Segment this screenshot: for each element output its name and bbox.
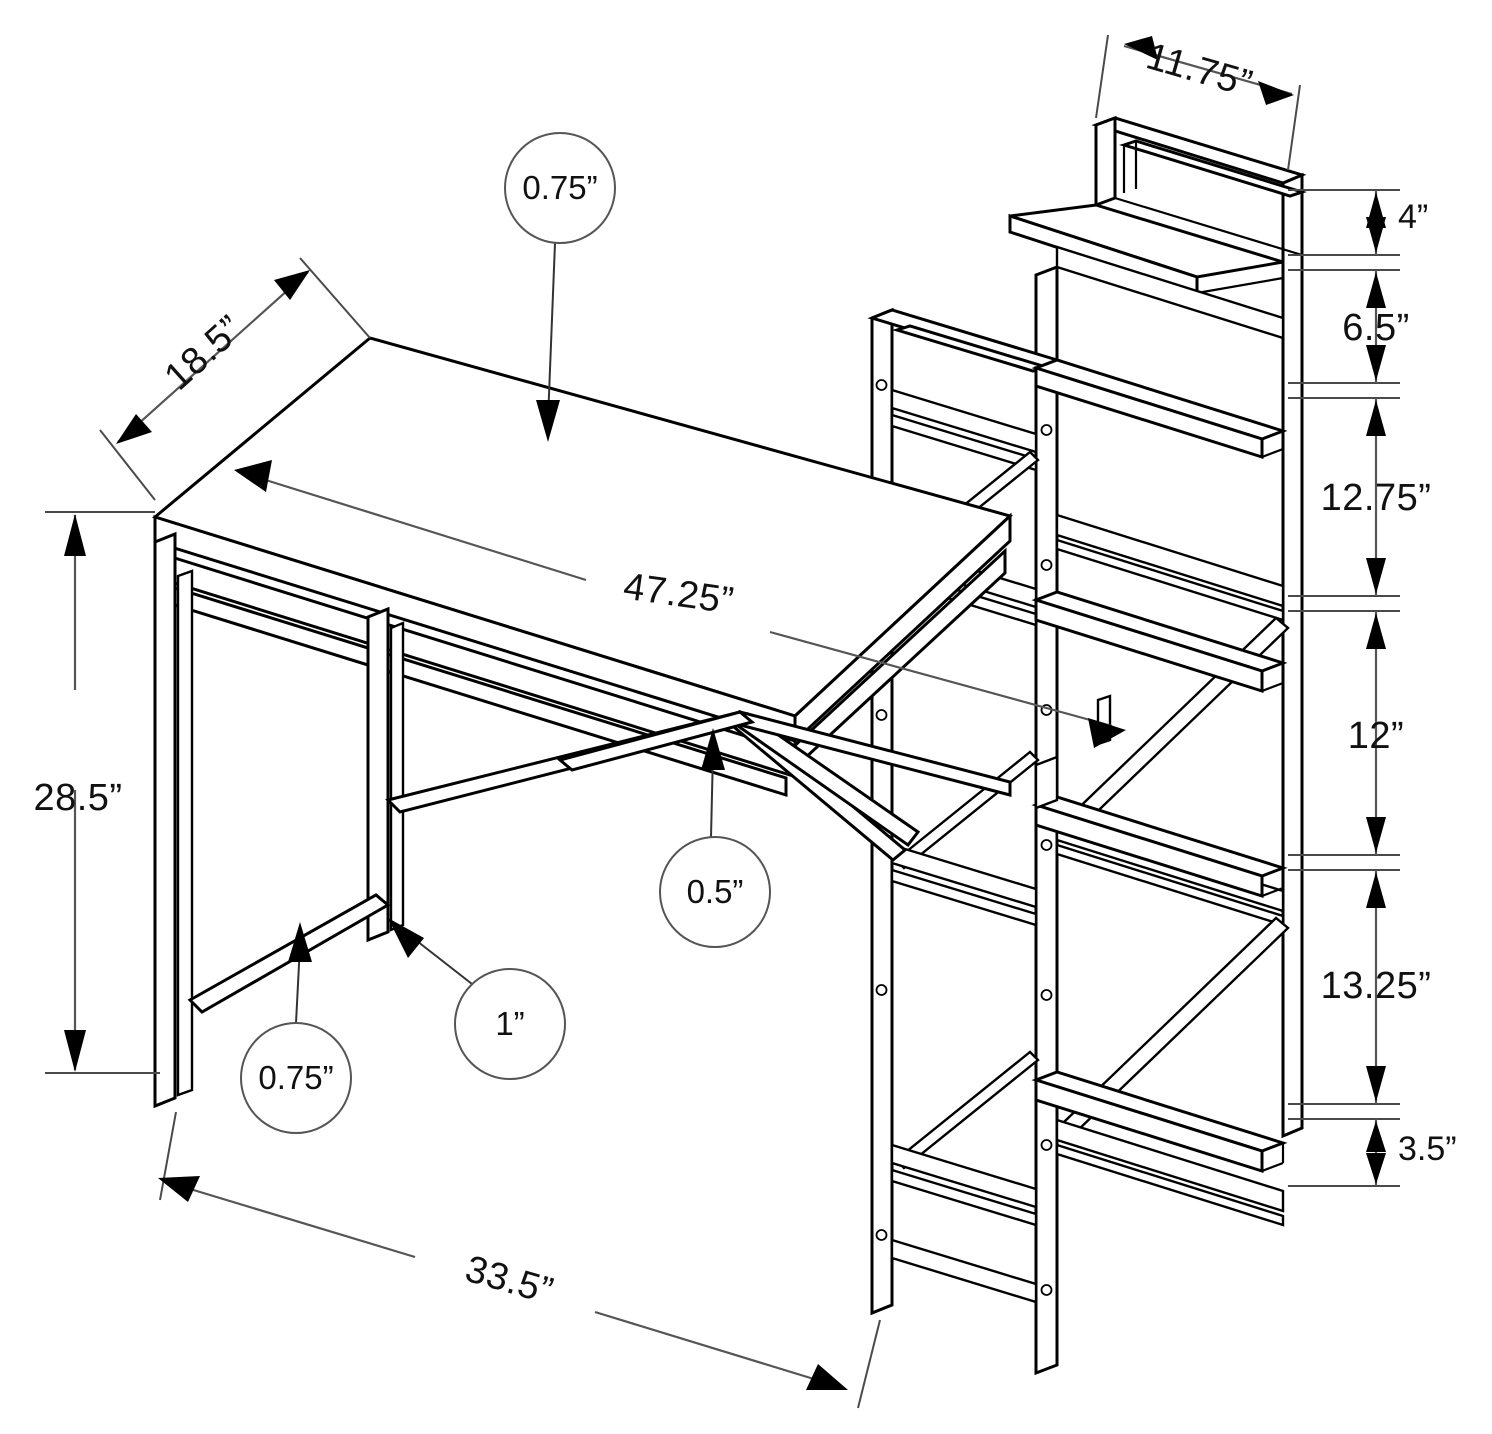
shelf-post-back-right <box>1281 172 1304 1139</box>
dimension-label-33p5in: 33.5” <box>461 1248 558 1313</box>
callout-bubble-0p75-top <box>504 132 616 244</box>
callout-label-0p5in: 0.5” <box>687 873 744 910</box>
dimension-label-shelf-depth: 11.75” <box>1142 35 1257 105</box>
desk-leg-left-front <box>153 531 177 1109</box>
dimension-label-28p5in: 28.5” <box>33 777 122 819</box>
dimension-label-12p75in: 12.75” <box>1321 477 1432 519</box>
shelf-connector-block-mid <box>1034 755 1059 810</box>
desk-leg-left-front-inner <box>176 569 194 1097</box>
dimension-label-13p25in: 13.25” <box>1321 965 1432 1007</box>
callout-leg-width: 1” <box>388 918 566 1080</box>
dimension-stack-right: 4” 6.5” 12.75” 12” 13.25” 3.5” <box>1288 189 1457 1187</box>
dimension-label-3p5in: 3.5” <box>1398 1130 1457 1168</box>
shelf-top-back-rail <box>1091 116 1307 185</box>
callout-brace-thickness: 0.5” <box>659 728 771 948</box>
callout-rail-thickness: 0.75” <box>240 922 352 1134</box>
dimension-label-12in: 12” <box>1348 715 1404 757</box>
callout-desk-top-thickness: 0.75” <box>504 132 616 442</box>
shelf-left-top-rail <box>867 308 1062 370</box>
dimension-desk-width-floor: 33.5” <box>158 1111 881 1409</box>
shelf-top-left-post-cap <box>1094 115 1117 208</box>
dimension-label-4in: 4” <box>1398 198 1428 236</box>
callout-bubble-1in <box>454 968 566 1080</box>
shelf-panel-2 <box>1031 358 1288 441</box>
callout-bubble-0p75-lower <box>240 1022 352 1134</box>
desk-leg-middle <box>366 606 390 943</box>
dimension-desk-height: 28.5” <box>33 511 160 1074</box>
desk-leg-middle-inner <box>389 621 405 932</box>
callout-label-1in: 1” <box>495 1005 524 1042</box>
callout-label-0p75-top: 0.75” <box>522 169 597 206</box>
callout-bubble-0p5in <box>659 836 771 948</box>
desk-lower-rail-left <box>187 893 391 1014</box>
shelf-tower <box>867 115 1307 1376</box>
dimension-label-6p5in: 6.5” <box>1342 307 1409 349</box>
dimension-label-18p5in: 18.5” <box>157 308 251 399</box>
desk-assembly <box>151 336 1013 1109</box>
shelf-top-inner-rail <box>1119 139 1307 198</box>
callout-label-0p75-lower: 0.75” <box>258 1059 333 1096</box>
desk-brace-under-left <box>556 710 756 772</box>
